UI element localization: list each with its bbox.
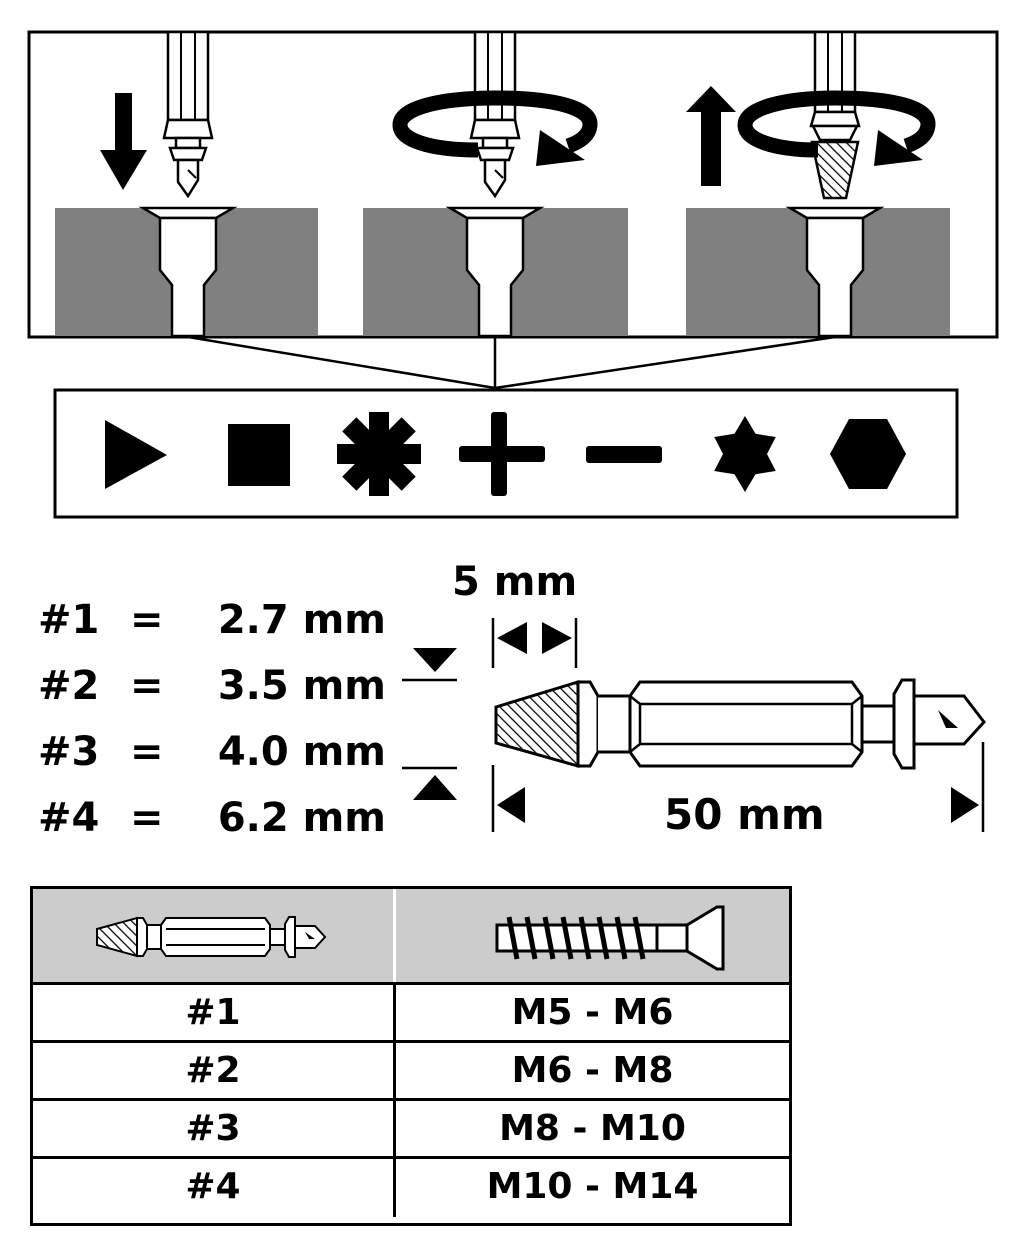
diameter-indicator: [402, 648, 457, 800]
arrow-right-icon: [542, 622, 572, 654]
size-value: 4.0 mm: [217, 729, 386, 775]
screw-size-cell: M5 - M6: [511, 992, 674, 1033]
size-number: #3: [38, 729, 100, 775]
rotate-arrow-icon: [737, 90, 936, 166]
process-panel: [27, 30, 999, 339]
size-number: #1: [38, 597, 100, 643]
screw-hole: [138, 206, 238, 338]
size-value: 3.5 mm: [217, 663, 386, 709]
column-divider: [393, 1043, 396, 1098]
rotate-arrow-icon: [392, 90, 598, 166]
triangle-up-icon: [413, 775, 457, 800]
arrow-up-icon: [686, 86, 736, 186]
total-length-label: 50 mm: [664, 790, 825, 839]
bit-size-cell: #2: [185, 1050, 241, 1091]
table-row: #4 M10 - M14: [33, 1159, 789, 1217]
column-divider: [393, 1101, 396, 1156]
size-row-1: #1 = 2.7 mm: [38, 596, 398, 644]
arrow-right-icon: [951, 787, 979, 823]
size-row-4: #4 = 6.2 mm: [38, 794, 398, 842]
size-row-3: #3 = 4.0 mm: [38, 728, 398, 776]
size-number: #2: [38, 663, 100, 709]
screw-icon: [495, 905, 725, 971]
arrow-left-icon: [497, 787, 525, 823]
extractor-bit-reversed: [809, 30, 861, 200]
arrow-down-icon: [100, 93, 147, 190]
equals-sign: =: [130, 795, 164, 841]
bit-size-cell: #1: [185, 992, 241, 1033]
head-types-panel: [53, 388, 959, 519]
size-row-2: #2 = 3.5 mm: [38, 662, 398, 710]
step-rotate: [363, 30, 628, 338]
tip-length-label: 5 mm: [452, 559, 578, 605]
extractor-bit-large: [491, 618, 986, 832]
step-drill-down: [55, 30, 318, 338]
screw-size-cell: M10 - M14: [486, 1166, 699, 1207]
extractor-bit-icon: [96, 916, 327, 958]
phillips-cross-icon: [459, 412, 545, 496]
screw-size-cell: M6 - M8: [511, 1050, 674, 1091]
slotted-minus-icon: [586, 446, 662, 463]
size-number: #4: [38, 795, 100, 841]
triangle-down-icon: [413, 648, 457, 672]
screw-hole: [445, 206, 545, 338]
pozidriv-icon: [337, 412, 421, 496]
equals-sign: =: [130, 597, 164, 643]
arrow-left-icon: [497, 622, 527, 654]
torx-star-icon: [714, 416, 776, 492]
connector-lines: [187, 335, 836, 390]
triangle-icon: [105, 420, 167, 489]
table-row: #1 M5 - M6: [33, 985, 789, 1043]
column-divider: [393, 1159, 396, 1217]
bit-size-cell: #3: [185, 1108, 241, 1149]
size-value: 6.2 mm: [217, 795, 386, 841]
size-value: 2.7 mm: [217, 597, 386, 643]
hexagon-icon: [830, 419, 906, 489]
table-row: #2 M6 - M8: [33, 1043, 789, 1101]
extractor-bit: [162, 30, 214, 199]
bit-size-cell: #4: [185, 1166, 241, 1207]
column-divider: [393, 985, 396, 1040]
screw-size-cell: M8 - M10: [499, 1108, 686, 1149]
screw-hole: [785, 206, 885, 338]
step-extract: [686, 30, 950, 338]
equals-sign: =: [130, 729, 164, 775]
compatibility-table: #1 M5 - M6 #2 M6 - M8 #3 M8 - M10 #4 M10…: [30, 886, 792, 1226]
square-icon: [228, 424, 290, 486]
header-divider: [393, 889, 396, 982]
table-header: [33, 889, 789, 985]
equals-sign: =: [130, 663, 164, 709]
table-row: #3 M8 - M10: [33, 1101, 789, 1159]
